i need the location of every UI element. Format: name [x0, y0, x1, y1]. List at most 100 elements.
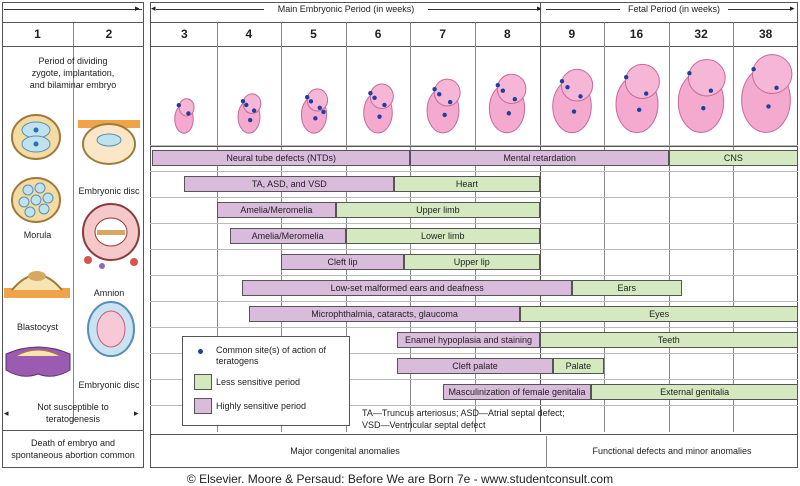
- teratogen-site-dot: [506, 111, 512, 116]
- legend-dot-icon: [198, 349, 203, 354]
- sensitivity-bar: Low-set malformed ears and deafness: [242, 280, 572, 296]
- teratogen-site-dot: [565, 84, 570, 90]
- sensitivity-bar: Lower limb: [345, 228, 540, 244]
- sensitivity-bar: Amelia/Meromelia: [216, 202, 337, 218]
- main-period-label: Main Embryonic Period (in weeks): [277, 4, 415, 14]
- sensitivity-bar: Cleft palate: [397, 358, 553, 374]
- main-period-arrow-left: [156, 9, 264, 10]
- not-susceptible-line-2: teratogenesis: [45, 414, 101, 424]
- left-panel-frame: [2, 2, 144, 468]
- sensitivity-bar: Ears: [571, 280, 682, 296]
- embryo-week-illustration: [552, 68, 594, 134]
- column-gridline: [604, 22, 606, 432]
- teratogen-site-dot: [774, 85, 779, 91]
- teratogen-site-dot: [312, 116, 318, 121]
- row-gridline: [150, 249, 798, 250]
- teratogen-site-dot: [308, 99, 313, 104]
- column-gridline: [281, 22, 283, 432]
- teratogen-site-dot: [751, 67, 756, 72]
- week2-implanted-embryo: [82, 203, 140, 269]
- implanted-blastocyst-illustration: [5, 346, 71, 377]
- embryo-week-illustration: [174, 98, 195, 134]
- column-gridline: [410, 22, 412, 432]
- left-top-arrowhead: ▸: [135, 3, 140, 13]
- embryonic-disc-label-top: Embryonic disc: [78, 186, 140, 196]
- row-gridline: [150, 171, 798, 172]
- teratogen-site-dot: [442, 112, 447, 118]
- legend-less-sensitive-label: Less sensitive period: [216, 377, 301, 387]
- sensitivity-bar: Cleft lip: [281, 254, 404, 270]
- legend-dot-label-1: Common site(s) of action of: [216, 345, 327, 355]
- week-tick-label: 16: [629, 27, 644, 41]
- row-gridline: [150, 301, 798, 302]
- column-gridline: [733, 22, 735, 432]
- column-gridline: [345, 22, 347, 432]
- teratogen-site-dot: [320, 109, 326, 115]
- sensitivity-bar: Masculinization of female genitalia: [442, 384, 592, 400]
- embryo-week-illustration: [426, 78, 461, 134]
- left-panel-divider: [73, 22, 74, 422]
- row-gridline: [150, 197, 798, 198]
- illustration-row-bottom: [150, 146, 798, 147]
- teratogen-site-dot: [304, 95, 309, 100]
- teratogen-site-dot: [186, 111, 191, 116]
- row-gridline: [150, 353, 798, 354]
- column-gridline: [216, 22, 218, 432]
- sensitivity-bar: Upper lip: [403, 254, 540, 270]
- row-gridline: [150, 327, 798, 328]
- sensitivity-bar: Neural tube defects (NTDs): [152, 150, 411, 166]
- embryo-week-illustration: [740, 54, 793, 133]
- death-text-2: spontaneous abortion common: [11, 450, 135, 460]
- period-boundary-line: [539, 2, 541, 432]
- week2-amnion-illustration: [87, 301, 135, 357]
- week-row-bottom: [150, 46, 798, 47]
- morula-label: Morula: [23, 230, 52, 240]
- teratogen-site-dot: [500, 88, 506, 93]
- sensitivity-bar: Mental retardation: [410, 150, 669, 166]
- sensitivity-bar: TA, ASD, and VSD: [184, 176, 395, 192]
- embryo-week-illustration: [489, 73, 527, 134]
- period-text-3: and bilaminar embryo: [29, 80, 117, 90]
- teratogen-site-dot: [701, 105, 706, 111]
- teratogen-site-dot: [765, 104, 771, 109]
- week-tick-label: 4: [245, 27, 253, 41]
- week-tick-label: 6: [374, 27, 382, 41]
- teratogen-site-dot: [317, 105, 322, 110]
- sensitivity-bar: CNS: [668, 150, 798, 166]
- teratogen-site-dot: [708, 88, 714, 93]
- embryo-week-illustration: [677, 59, 726, 133]
- row-gridline: [150, 145, 798, 146]
- bottom-period-boundary: [546, 436, 547, 468]
- embryo-week-illustration: [615, 63, 660, 134]
- sensitivity-bar: Enamel hypoplasia and staining: [397, 332, 540, 348]
- week-tick-label: 32: [694, 27, 708, 41]
- teratogen-site-dot: [368, 91, 373, 96]
- sensitivity-bar: Upper limb: [336, 202, 540, 218]
- sensitivity-bar: Microphthalmia, cataracts, glaucoma: [248, 306, 521, 322]
- teratogen-site-dot: [571, 109, 577, 114]
- teratogen-site-dot: [382, 102, 387, 108]
- week-tick-label: 5: [310, 27, 317, 41]
- teratogen-site-dot: [372, 95, 377, 100]
- embryo-week-illustration: [237, 93, 262, 134]
- embryo-week-illustration: [363, 83, 394, 134]
- embryo-week-illustration: [300, 88, 328, 134]
- fetal-period-arrowhead-right: ▸: [790, 3, 795, 13]
- teratogen-site-dot: [247, 117, 253, 123]
- teratogen-site-dot: [559, 79, 565, 84]
- fetal-period-label: Fetal Period (in weeks): [627, 4, 721, 14]
- abbreviations-line-1: TA—Truncus arteriosus; ASD—Atrial septal…: [362, 408, 565, 418]
- week-tick-label: 38: [759, 27, 773, 41]
- sensitivity-bar: Teeth: [539, 332, 798, 348]
- teratogen-site-dot: [240, 99, 246, 104]
- morula-illustration: [11, 177, 61, 223]
- teratogen-site-dot: [432, 87, 437, 92]
- teratogen-site-dot: [636, 107, 641, 113]
- main-period-arrow-right: [428, 9, 540, 10]
- sensitivity-bar: External genitalia: [591, 384, 798, 400]
- not-susceptible-arrow: ◂: [4, 408, 9, 418]
- teratogen-site-dot: [578, 94, 583, 99]
- teratogen-site-dot: [447, 99, 453, 105]
- blastocyst-label: Blastocyst: [16, 322, 58, 332]
